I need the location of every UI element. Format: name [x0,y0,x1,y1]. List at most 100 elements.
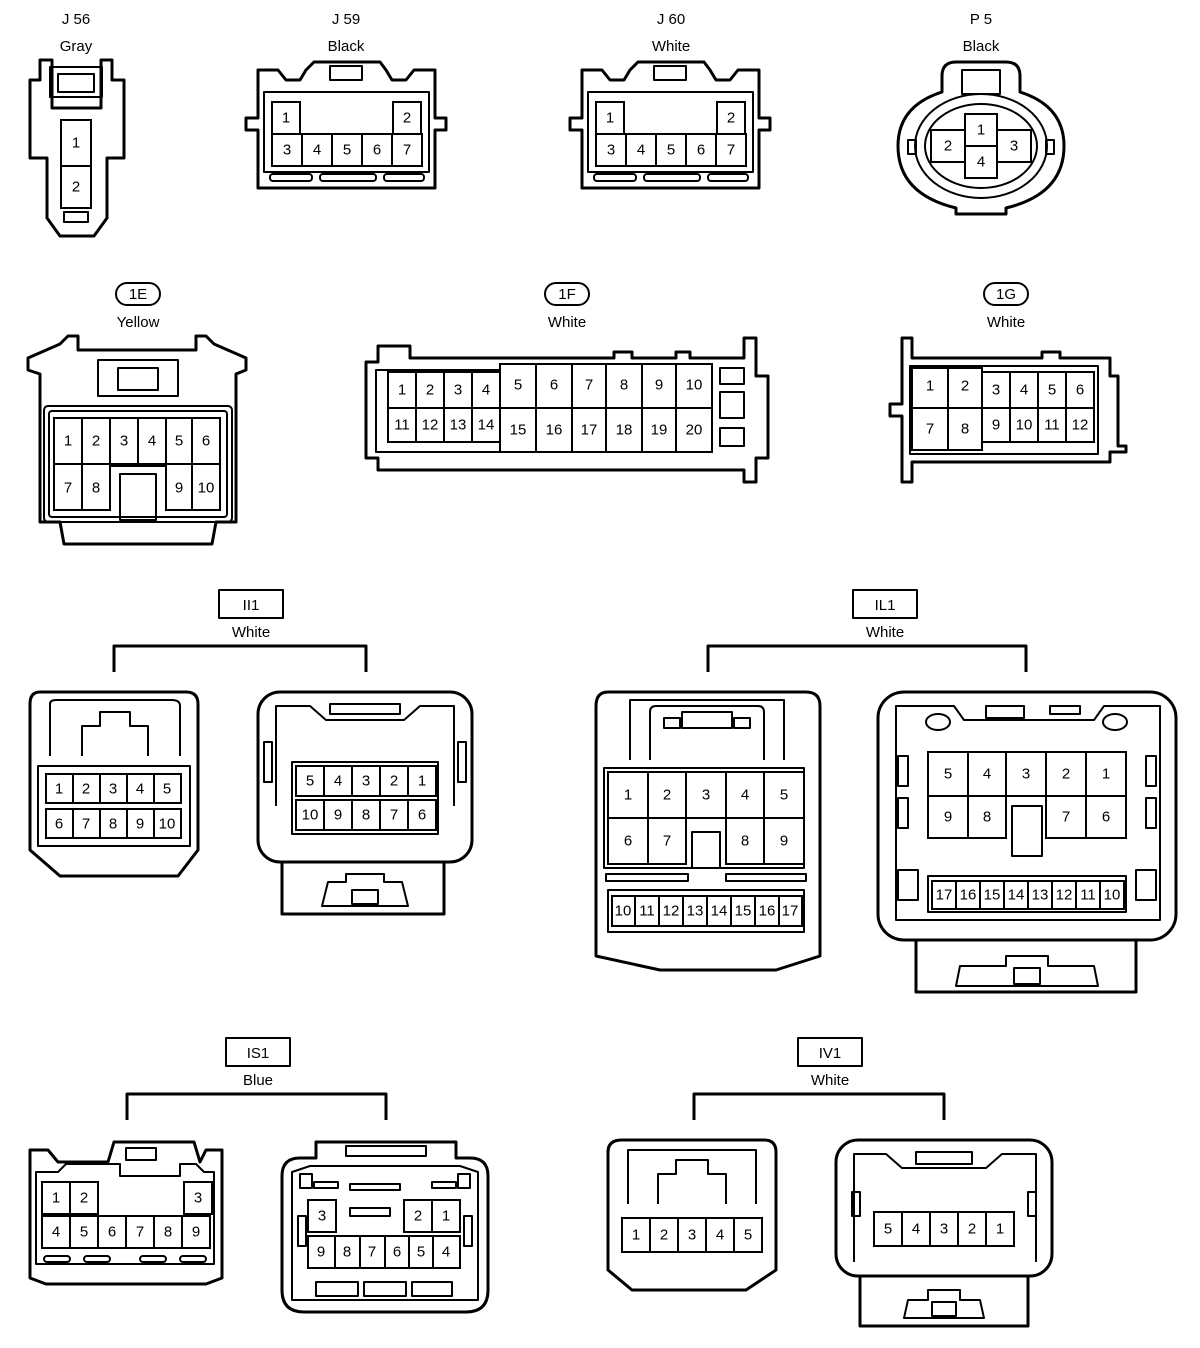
svg-text:8: 8 [362,807,370,824]
svg-text:9: 9 [334,807,342,824]
svg-text:1: 1 [72,135,80,152]
svg-text:6: 6 [202,433,210,450]
connector-1g-color: White [987,314,1025,331]
connector-is1-left-pins: 1 2 3 4 5 6 7 8 9 [41,1181,213,1263]
svg-text:15: 15 [510,422,527,439]
connector-j59-id: J 59 [332,11,360,28]
connector-1f-pins: 1 2 3 4 5 6 7 8 9 10 11 12 13 14 15 16 1… [387,363,713,453]
connector-j59: J 59 Black 1 2 3 4 5 6 7 [244,11,448,190]
svg-text:5: 5 [667,142,675,159]
svg-text:3: 3 [109,781,117,798]
connector-ii1-badge [218,589,284,619]
svg-text:16: 16 [546,422,563,439]
svg-text:4: 4 [983,766,991,783]
svg-text:4: 4 [313,142,321,159]
svg-text:13: 13 [450,417,467,434]
svg-text:17: 17 [581,422,598,439]
svg-text:6: 6 [624,833,632,850]
connector-is1-badge [225,1037,291,1067]
svg-text:5: 5 [1048,382,1056,399]
connector-ii1-bracket [112,644,368,672]
svg-text:19: 19 [651,422,668,439]
svg-text:6: 6 [55,816,63,833]
connector-j56-id: J 56 [62,11,90,28]
svg-text:17: 17 [936,887,953,904]
svg-text:3: 3 [120,433,128,450]
svg-text:5: 5 [514,377,522,394]
svg-text:1: 1 [624,787,632,804]
connector-ii1: II1 White 1 2 3 4 5 6 7 8 9 10 [28,589,474,916]
connector-1g-badge [983,282,1029,306]
svg-text:5: 5 [417,1244,425,1261]
svg-text:1: 1 [996,1221,1004,1238]
svg-text:10: 10 [159,816,176,833]
svg-text:3: 3 [454,382,462,399]
connector-ii1-id: II1 [243,597,260,614]
svg-text:6: 6 [418,807,426,824]
connector-1e-badge [115,282,161,306]
svg-text:4: 4 [1020,382,1028,399]
connector-j56-color: Gray [60,38,93,55]
svg-text:2: 2 [82,781,90,798]
svg-text:8: 8 [741,833,749,850]
svg-text:6: 6 [373,142,381,159]
svg-text:6: 6 [108,1224,116,1241]
svg-text:2: 2 [414,1208,422,1225]
svg-text:2: 2 [944,138,952,155]
svg-text:3: 3 [1022,766,1030,783]
svg-text:17: 17 [782,903,799,920]
svg-text:11: 11 [1044,417,1060,434]
svg-text:14: 14 [478,417,495,434]
connector-1g-pins: 1 2 3 4 5 6 7 8 9 10 11 12 [911,367,1095,451]
connector-iv1-bracket [692,1092,946,1120]
svg-text:7: 7 [585,377,593,394]
svg-text:3: 3 [362,773,370,790]
svg-text:5: 5 [80,1224,88,1241]
connector-iv1-left-pins: 1 2 3 4 5 [621,1217,763,1253]
svg-text:4: 4 [482,382,490,399]
svg-text:11: 11 [394,417,410,434]
svg-text:11: 11 [639,903,655,920]
svg-text:8: 8 [343,1244,351,1261]
connector-j60: J 60 White 1 2 3 4 5 6 7 [568,11,772,190]
connector-il1-left-pins: 1 2 3 4 5 6 7 8 9 10 11 12 13 14 15 [605,771,807,933]
svg-text:10: 10 [198,480,215,497]
svg-text:2: 2 [663,787,671,804]
connector-p5-id: P 5 [970,11,992,28]
svg-text:16: 16 [759,903,776,920]
svg-text:7: 7 [663,833,671,850]
connector-il1-badge [852,589,918,619]
connector-iv1-color: White [811,1072,849,1089]
svg-text:3: 3 [940,1221,948,1238]
connector-j56: J 56 Gray 1 2 [28,11,126,238]
svg-text:4: 4 [52,1224,60,1241]
svg-text:4: 4 [442,1244,450,1261]
svg-text:18: 18 [616,422,633,439]
svg-text:7: 7 [403,142,411,159]
svg-text:1: 1 [398,382,406,399]
svg-text:2: 2 [92,433,100,450]
svg-text:6: 6 [1102,809,1110,826]
svg-text:6: 6 [550,377,558,394]
svg-text:7: 7 [82,816,90,833]
svg-text:3: 3 [688,1227,696,1244]
svg-text:20: 20 [686,422,703,439]
svg-text:1: 1 [418,773,426,790]
svg-text:2: 2 [968,1221,976,1238]
svg-text:8: 8 [961,421,969,438]
svg-text:4: 4 [912,1221,920,1238]
svg-text:4: 4 [136,781,144,798]
svg-text:10: 10 [615,903,632,920]
svg-text:3: 3 [702,787,710,804]
svg-text:5: 5 [306,773,314,790]
svg-text:1: 1 [282,110,290,127]
svg-text:3: 3 [318,1208,326,1225]
svg-text:5: 5 [780,787,788,804]
connector-1f-id: 1F [558,286,576,303]
svg-text:14: 14 [1008,887,1025,904]
svg-text:15: 15 [984,887,1001,904]
svg-text:11: 11 [1080,887,1096,904]
svg-text:5: 5 [163,781,171,798]
svg-text:4: 4 [334,773,342,790]
